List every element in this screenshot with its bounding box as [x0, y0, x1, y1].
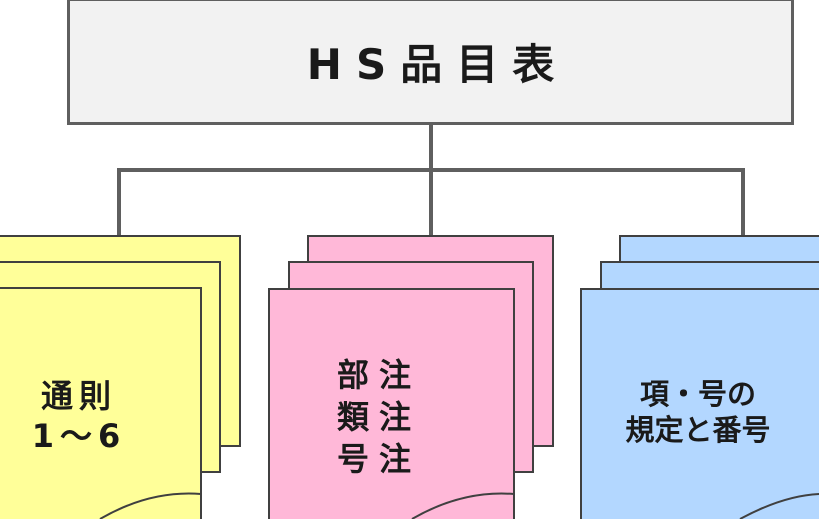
hs-title-box: HS品目表 — [67, 0, 794, 125]
heading-subheading-label: 項・号の 規定と番号 — [625, 377, 771, 448]
doc-curl — [739, 493, 819, 519]
hs-title-text: HS品目表 — [306, 40, 569, 89]
doc-stack-mid — [268, 235, 554, 519]
doc-curl — [411, 492, 515, 519]
doc-sheet-front — [0, 287, 202, 519]
doc-stack-right — [580, 235, 819, 519]
general-rules-label: 通則 1〜6 — [31, 377, 127, 455]
doc-stack-left — [0, 235, 241, 519]
section-chapter-notes-label: 部注 類注 号注 — [336, 356, 421, 479]
connector-lines — [117, 125, 745, 235]
doc-sheet-front — [268, 288, 515, 519]
doc-curl — [99, 492, 202, 519]
doc-sheet-front — [580, 288, 819, 519]
